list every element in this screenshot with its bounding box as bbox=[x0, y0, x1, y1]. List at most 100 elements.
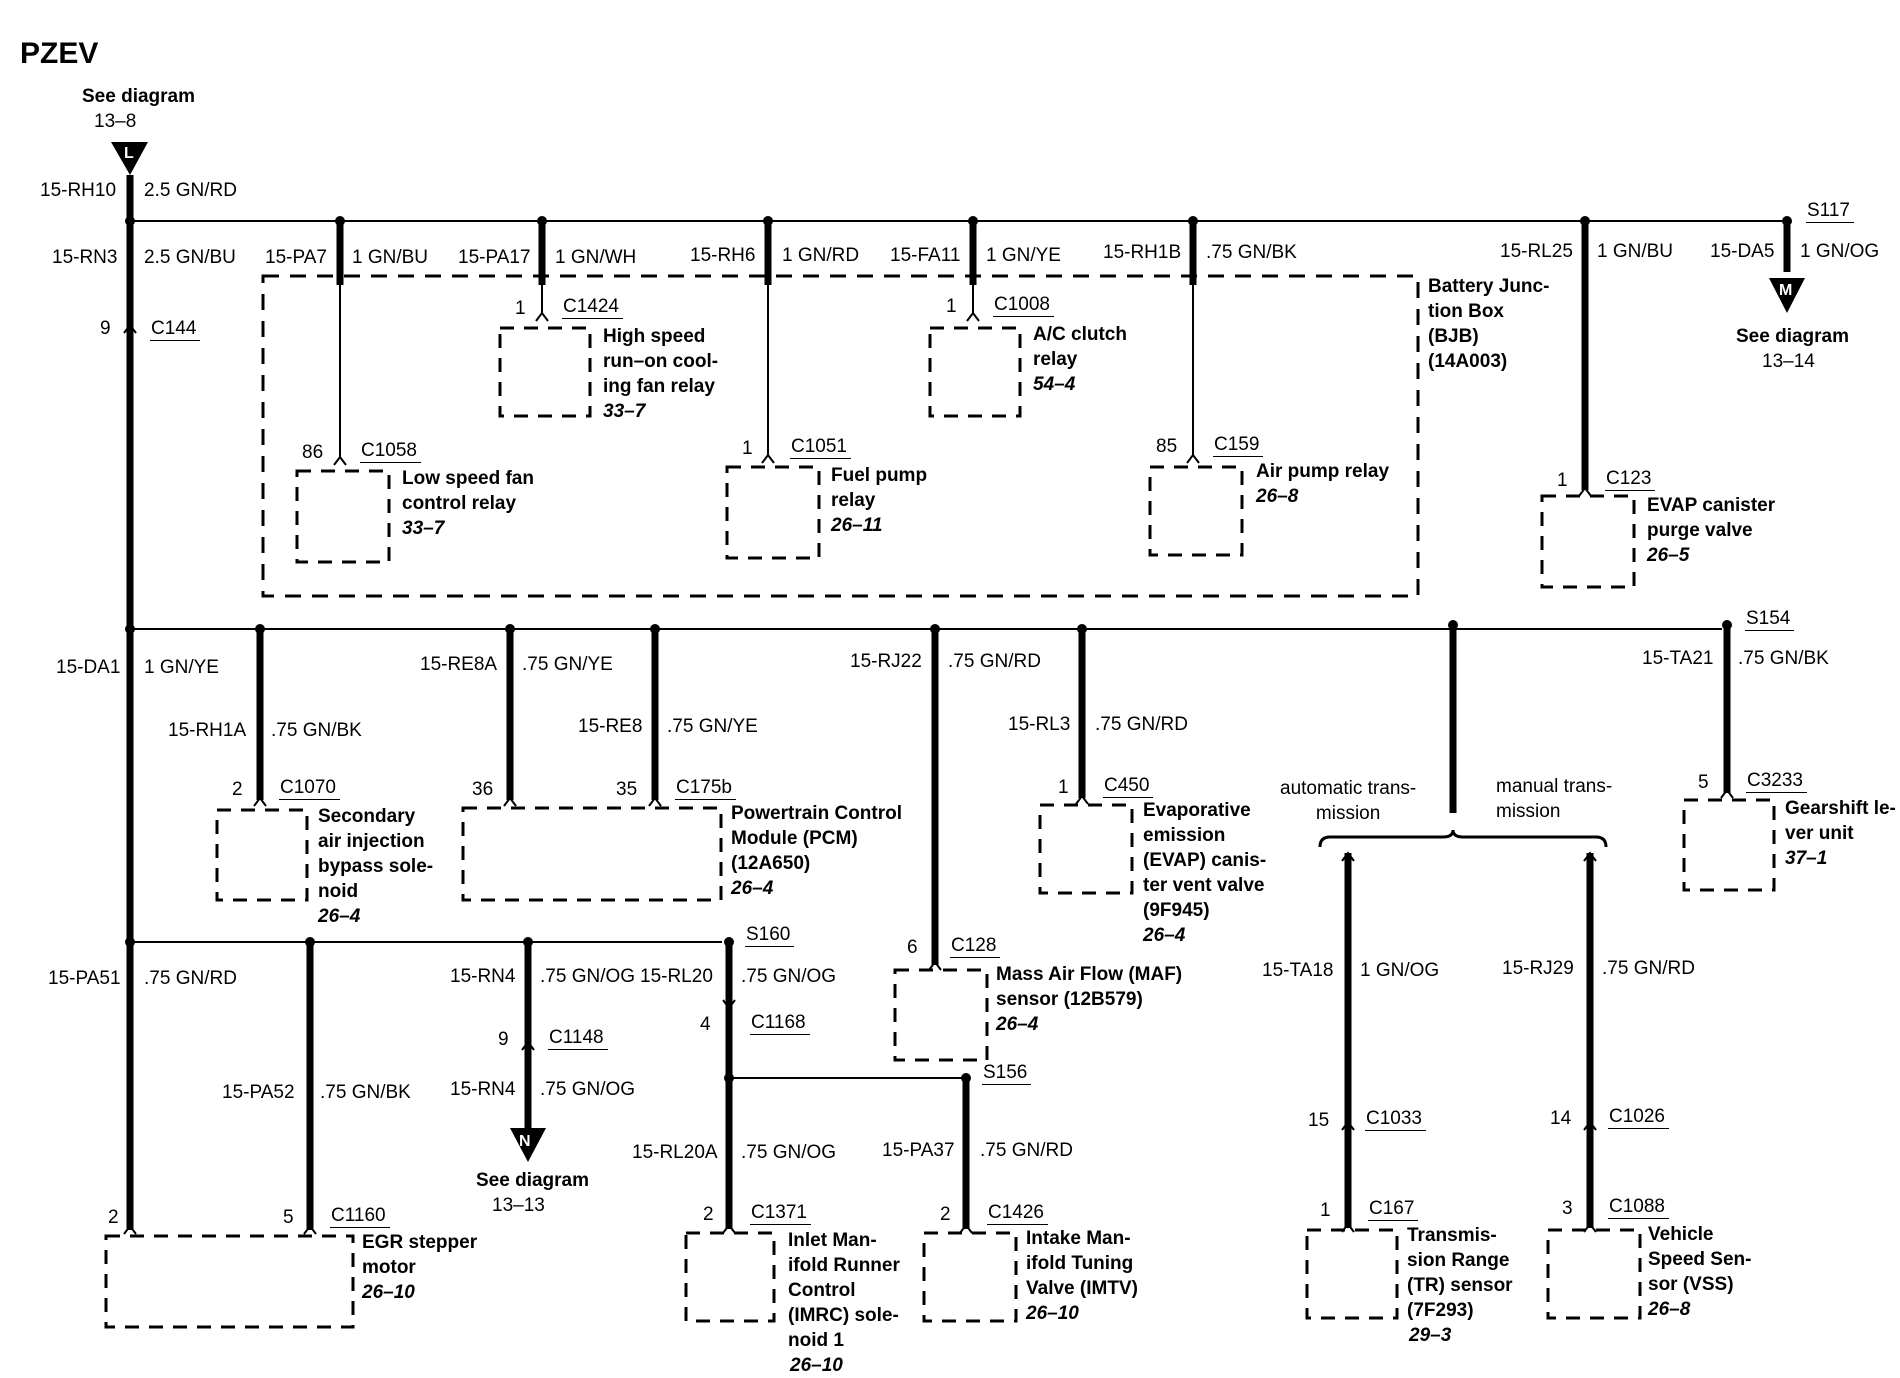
circuit-rh1a-wire: .75 GN/BK bbox=[271, 720, 362, 741]
splice-s154: S154 bbox=[1745, 608, 1795, 631]
pin-1a: 1 bbox=[515, 298, 526, 319]
imrc-solenoid-name: Inlet Man- ifold Runner Control (IMRC) s… bbox=[788, 1230, 900, 1351]
fuel-pump-relay-name: Fuel pump relay bbox=[831, 465, 928, 511]
pin-5a: 5 bbox=[1698, 772, 1709, 793]
c1070-box bbox=[215, 808, 309, 902]
transmission-brace bbox=[1318, 829, 1608, 848]
pin-2c: 2 bbox=[703, 1204, 714, 1225]
connector-c167: C167 bbox=[1368, 1198, 1419, 1221]
circuit-rn4a-id: 15-RN4 bbox=[450, 966, 516, 987]
c1160-box bbox=[104, 1234, 355, 1329]
c3233-box bbox=[1682, 798, 1776, 892]
pin-1e: 1 bbox=[1058, 777, 1069, 798]
pin-1d: 1 bbox=[1557, 470, 1568, 491]
ls-fan-relay-name: Low speed fan control relay bbox=[402, 468, 534, 514]
imtv-valve-name: Intake Man- ifold Tuning Valve (IMTV) bbox=[1026, 1228, 1138, 1299]
connector-c1033: C1033 bbox=[1365, 1108, 1426, 1131]
circuit-rj29-id: 15-RJ29 bbox=[1502, 958, 1574, 979]
circuit-da1-id: 15-DA1 bbox=[56, 657, 121, 678]
circuit-rh1b-id: 15-RH1B bbox=[1103, 242, 1182, 263]
circuit-pa17-id: 15-PA17 bbox=[458, 247, 531, 268]
pin-1b: 1 bbox=[742, 438, 753, 459]
imtv-valve-ref: 26–10 bbox=[1026, 1303, 1079, 1324]
c1008-box bbox=[928, 326, 1022, 418]
circuit-rj22-id: 15-RJ22 bbox=[850, 651, 922, 672]
maf-sensor-name: Mass Air Flow (MAF) sensor (12B579) bbox=[996, 964, 1183, 1010]
splice-s156: S156 bbox=[982, 1062, 1032, 1085]
offpage-n-ref: 13–13 bbox=[492, 1195, 545, 1216]
circuit-fa11-id: 15-FA11 bbox=[890, 245, 961, 266]
pin-4: 4 bbox=[700, 1014, 711, 1035]
air-pump-relay-ref: 26–8 bbox=[1256, 486, 1299, 507]
circuit-re8-id: 15-RE8 bbox=[578, 716, 643, 737]
offpage-l-caption: See diagram bbox=[82, 86, 195, 107]
ac-clutch-relay-name: A/C clutch relay bbox=[1033, 324, 1127, 370]
connector-c1160: C1160 bbox=[330, 1205, 390, 1228]
circuit-pa37-wire: .75 GN/RD bbox=[980, 1140, 1073, 1161]
connector-c1070: C1070 bbox=[279, 777, 340, 800]
evap-vent-valve-ref: 26–4 bbox=[1143, 925, 1186, 946]
circuit-pa51-wire: .75 GN/RD bbox=[144, 968, 237, 989]
offpage-l-ref: 13–8 bbox=[94, 111, 137, 132]
connector-c1424: C1424 bbox=[562, 296, 623, 319]
pin-15: 15 bbox=[1308, 1110, 1330, 1131]
hs-fan-relay-ref: 33–7 bbox=[603, 401, 646, 422]
connector-c175b: C175b bbox=[675, 777, 736, 800]
circuit-rh6-id: 15-RH6 bbox=[690, 245, 756, 266]
circuit-ta18-id: 15-TA18 bbox=[1262, 960, 1334, 981]
circuit-pa51-id: 15-PA51 bbox=[48, 968, 121, 989]
circuit-rl3-id: 15-RL3 bbox=[1008, 714, 1071, 735]
splice-s160: S160 bbox=[745, 924, 795, 947]
c1424-box bbox=[498, 326, 592, 418]
circuit-re8-wire: .75 GN/YE bbox=[667, 716, 758, 737]
air-pump-relay-name: Air pump relay bbox=[1256, 461, 1390, 482]
pin-3: 3 bbox=[1562, 1198, 1573, 1219]
offpage-connector-l bbox=[111, 142, 148, 175]
circuit-da1-wire: 1 GN/YE bbox=[144, 657, 219, 678]
circuit-rj22-wire: .75 GN/RD bbox=[948, 651, 1041, 672]
fuel-pump-relay-ref: 26–11 bbox=[831, 515, 883, 536]
pcm-name: Powertrain Control Module (PCM) (12A650) bbox=[731, 803, 903, 874]
circuit-rn4a-wire: .75 GN/OG bbox=[540, 966, 636, 987]
circuit-pa7-id: 15-PA7 bbox=[265, 247, 327, 268]
circuit-pa37-id: 15-PA37 bbox=[882, 1140, 955, 1161]
circuit-rl25-id: 15-RL25 bbox=[1500, 241, 1573, 262]
offpage-m-caption: See diagram bbox=[1736, 326, 1849, 347]
imrc-solenoid-ref: 26–10 bbox=[790, 1355, 843, 1376]
ac-clutch-relay-ref: 54–4 bbox=[1033, 374, 1076, 395]
egr-motor-name: EGR stepper motor bbox=[362, 1232, 478, 1278]
pin-2d: 2 bbox=[940, 1204, 951, 1225]
branch-auto-label: automatic trans- mission bbox=[1280, 778, 1417, 824]
circuit-da5-wire: 1 GN/OG bbox=[1800, 241, 1880, 262]
c128-box bbox=[893, 968, 989, 1062]
c159-box bbox=[1148, 465, 1244, 557]
circuit-rn3-wire: 2.5 GN/BU bbox=[144, 247, 236, 268]
circuit-rn3-id: 15-RN3 bbox=[52, 247, 118, 268]
circuit-rl25-wire: 1 GN/BU bbox=[1597, 241, 1674, 262]
pin-5b: 5 bbox=[283, 1207, 294, 1228]
ls-fan-relay-ref: 33–7 bbox=[402, 518, 445, 539]
tr-sensor-name: Transmis- sion Range (TR) sensor (7F293) bbox=[1407, 1225, 1513, 1321]
circuit-da5-id: 15-DA5 bbox=[1710, 241, 1775, 262]
circuit-re8a-wire: .75 GN/YE bbox=[522, 654, 613, 675]
circuit-pa52-id: 15-PA52 bbox=[222, 1082, 295, 1103]
circuit-rh10-wire: 2.5 GN/RD bbox=[144, 180, 237, 201]
connector-c1058: C1058 bbox=[360, 440, 421, 463]
connector-c159: C159 bbox=[1213, 434, 1264, 457]
egr-motor-ref: 26–10 bbox=[362, 1282, 415, 1303]
circuit-fa11-wire: 1 GN/YE bbox=[986, 245, 1061, 266]
pin-35: 35 bbox=[616, 779, 638, 800]
c1088-box bbox=[1546, 1228, 1642, 1320]
connector-c1026: C1026 bbox=[1608, 1106, 1669, 1129]
c1371-box bbox=[684, 1231, 776, 1323]
offpage-n-letter: N bbox=[519, 1133, 531, 1150]
connector-c3233: C3233 bbox=[1746, 770, 1807, 793]
connector-c1168: C1168 bbox=[750, 1012, 810, 1035]
circuit-rn4b-wire: .75 GN/OG bbox=[540, 1079, 636, 1100]
circuit-pa7-wire: 1 GN/BU bbox=[352, 247, 429, 268]
circuit-rh10-id: 15-RH10 bbox=[40, 180, 117, 201]
maf-sensor-ref: 26–4 bbox=[996, 1014, 1039, 1035]
sec-air-solenoid-name: Secondary air injection bypass sole- noi… bbox=[318, 806, 434, 902]
splice-s117: S117 bbox=[1806, 200, 1854, 223]
